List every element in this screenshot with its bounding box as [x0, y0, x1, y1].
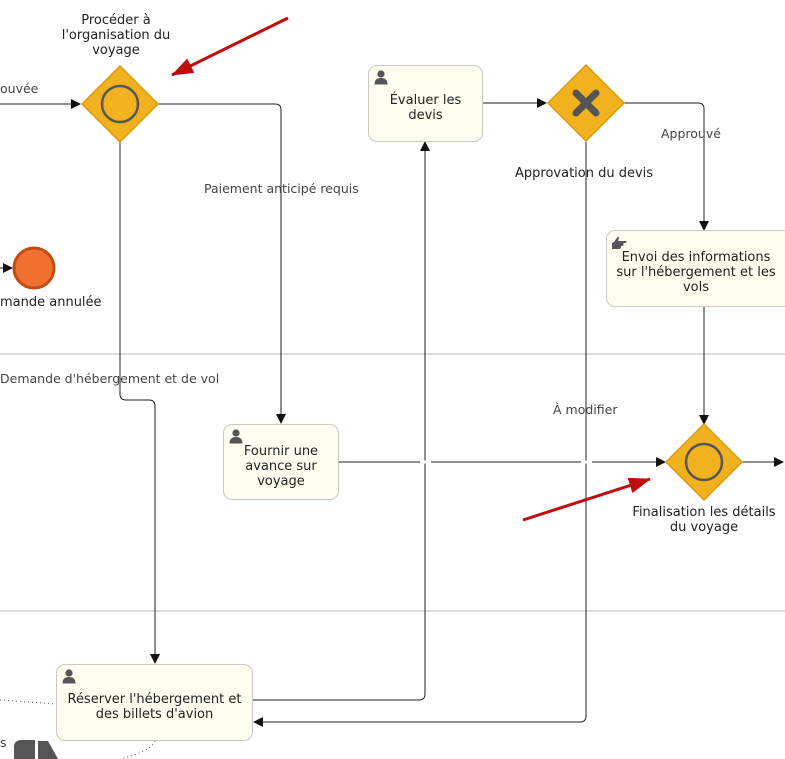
association-line-1 — [0, 699, 57, 705]
task-book-lodging-flights[interactable]: Réserver l'hébergement et des billets d'… — [56, 664, 253, 741]
association-line-2 — [119, 740, 156, 759]
flow-label-cut: s — [0, 735, 7, 750]
flow-label-lodging-flight-request: Demande d'hébergement et de vol — [0, 371, 220, 386]
gateway-label-finalize: Finalisation les détails du voyage — [632, 505, 776, 535]
exclusive-x-icon — [572, 89, 600, 117]
task-send-info[interactable]: Envoi des informations sur l'hébergement… — [606, 230, 785, 307]
flow-label-advance-required: Paiement anticipé requis — [204, 181, 359, 196]
task-label: Évaluer les devis — [389, 92, 462, 123]
task-advance-payment[interactable]: Fournir une avance sur voyage — [223, 424, 339, 500]
user-icon — [62, 669, 76, 684]
gateway-finalize-trip[interactable] — [664, 422, 744, 502]
annotation-arrow-top — [171, 16, 289, 77]
flow-approval-to-book[interactable] — [253, 142, 587, 727]
flow-label-approved: Approuvé — [661, 126, 721, 141]
task-label: Réserver l'hébergement et des billets d'… — [67, 691, 242, 722]
manual-task-hand-icon — [612, 236, 627, 249]
flow-label-approved-partial: ouvée — [0, 81, 39, 96]
task-evaluate-quotes[interactable]: Évaluer les devis — [368, 65, 483, 142]
task-label: Fournir une avance sur voyage — [243, 443, 319, 489]
user-icon — [374, 70, 388, 85]
end-event-cancelled[interactable] — [12, 246, 56, 290]
event-gateway-icon — [100, 84, 140, 124]
flow-book-to-evaluate[interactable] — [252, 141, 430, 701]
gateway-quote-approval[interactable] — [546, 63, 626, 143]
event-gateway-icon — [684, 442, 724, 482]
annotation-arrow-bottom — [522, 477, 651, 522]
flow-label-to-modify: À modifier — [553, 402, 618, 417]
end-event-label: mande annulée — [0, 295, 102, 310]
flow-organize-to-advance[interactable] — [158, 103, 286, 424]
data-store-icon — [14, 740, 58, 759]
flow-organize-to-book[interactable] — [119, 142, 160, 664]
task-label: Envoi des informations sur l'hébergement… — [616, 250, 776, 295]
flow-approval-approved[interactable] — [624, 102, 709, 231]
user-icon — [229, 429, 243, 444]
gateway-organize-trip[interactable] — [80, 64, 160, 144]
gateway-label-approval: Approvation du devis — [515, 166, 654, 181]
gateway-label-organize: Procéder à l'organisation du voyage — [61, 13, 171, 58]
